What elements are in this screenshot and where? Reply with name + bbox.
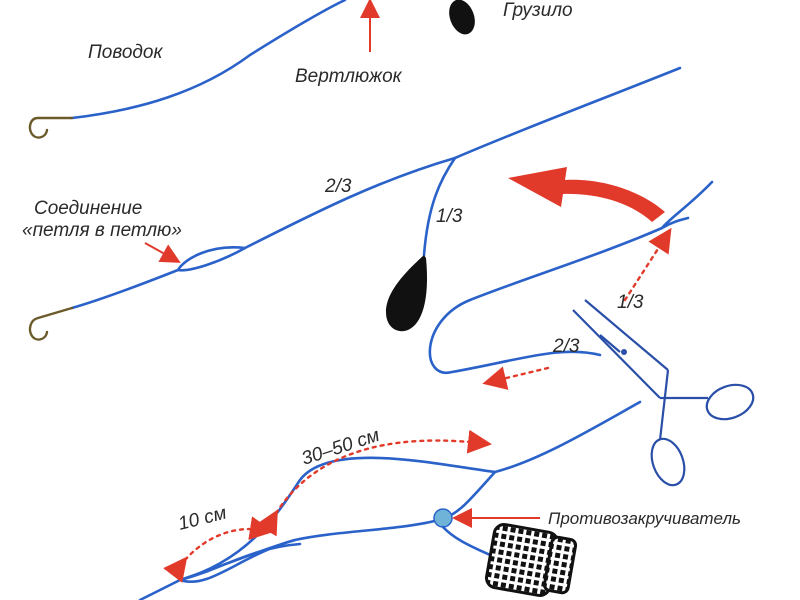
measure-line-tail — [660, 216, 690, 230]
two-thirds-label: 2/3 — [324, 176, 352, 197]
one-third-label: 1/3 — [436, 206, 463, 227]
dist-30-50-dashed-arrow — [255, 429, 492, 537]
feeder-leader-tail — [138, 578, 182, 600]
dist-10-label: 10 см — [176, 503, 229, 535]
anti-twist-bead-icon — [433, 508, 453, 528]
feeder-loop-inner — [178, 538, 302, 582]
two-thirds-dashed-arrow — [482, 366, 550, 390]
scissors-icon — [572, 299, 755, 487]
direction-arrow-icon — [508, 167, 665, 222]
sinker-icon — [449, 0, 475, 35]
swivel-label: Вертлюжок — [295, 66, 403, 87]
rig-basic: Поводок Вертлюжок Грузило — [28, 0, 573, 139]
rig-feeder: 30–50 см 10 см Противозакручиватель — [138, 400, 741, 600]
leader-label: Поводок — [88, 42, 163, 63]
hook-icon — [28, 116, 74, 139]
sinker-label: Грузило — [503, 0, 573, 21]
loop-label-line1: Соединение — [34, 198, 142, 219]
sinker-dropper-line — [422, 156, 457, 257]
one-third-dashed-arrow — [623, 227, 672, 302]
feeder-loop-lower — [178, 470, 497, 583]
feeder-main-line — [493, 400, 642, 474]
leader-line-lower — [70, 268, 180, 310]
sinker-icon-2 — [386, 255, 428, 332]
loop-label-line2: «петля в петлю» — [22, 220, 182, 241]
dist-10-dashed-arrow — [163, 516, 274, 583]
cut-one-third-label: 1/3 — [617, 292, 644, 313]
main-line-two-thirds — [243, 156, 457, 250]
loop-connection — [176, 246, 247, 272]
dist-30-50-label: 30–50 см — [299, 425, 382, 470]
feeder-cage-icon — [485, 523, 578, 597]
anti-twist-label: Противозакручиватель — [548, 509, 741, 528]
leader-line — [70, 0, 347, 120]
rig-loop: Соединение «петля в петлю» 2/3 1/3 — [22, 66, 682, 341]
loop-pointer-arrow — [144, 242, 181, 263]
hook-icon-2 — [28, 306, 74, 341]
rig-measure: 1/3 2/3 — [428, 180, 755, 487]
main-line-upper — [453, 66, 682, 160]
feeder-attach-line — [441, 525, 492, 557]
cut-two-thirds-label: 2/3 — [552, 336, 580, 357]
